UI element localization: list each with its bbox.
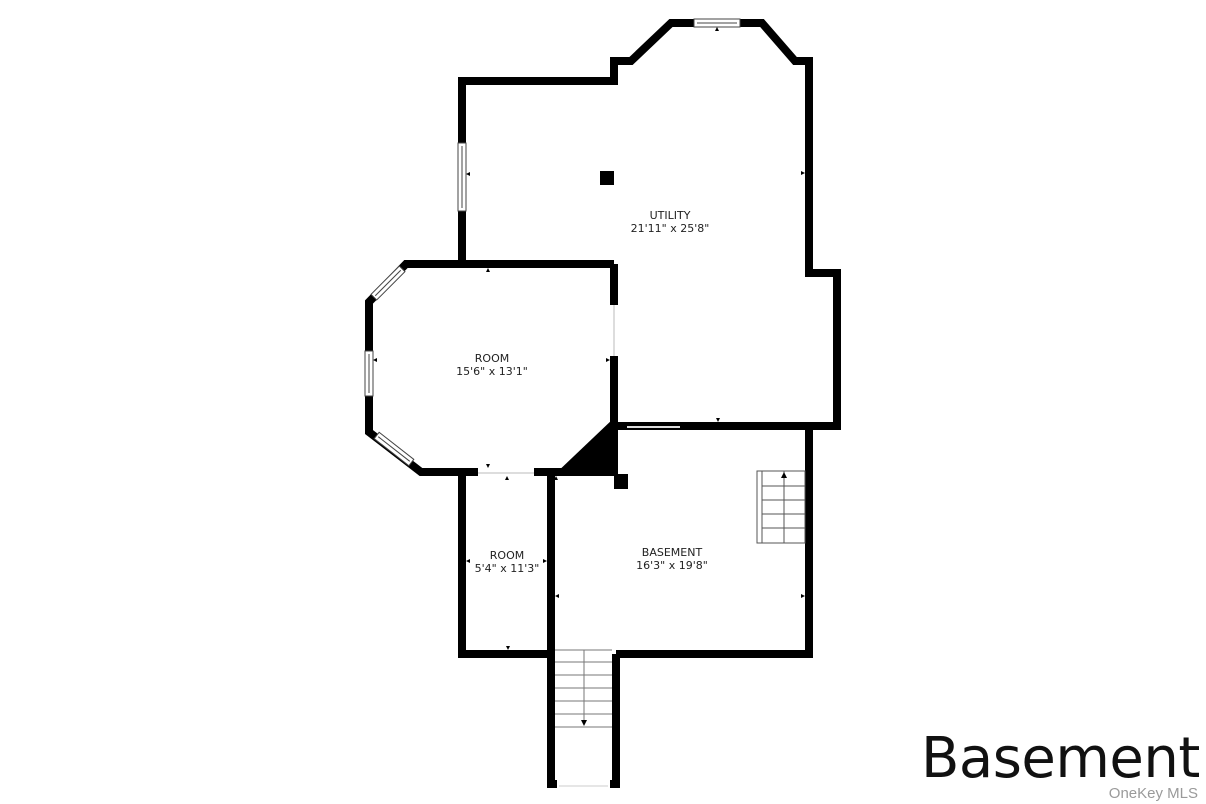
- room-dimensions: 16'3" x 19'8": [636, 559, 708, 572]
- room-label-room-small: ROOM 5'4" x 11'3": [475, 549, 540, 575]
- room-label-basement: BASEMENT 16'3" x 19'8": [636, 546, 708, 572]
- room-dimensions: 15'6" x 13'1": [456, 365, 528, 378]
- room-dimensions: 21'11" x 25'8": [630, 222, 710, 235]
- room-name: UTILITY: [649, 209, 691, 222]
- windows: [364, 18, 741, 467]
- stairs-up-arrow-icon: [781, 472, 787, 478]
- small-room-wall: [458, 472, 551, 658]
- stairs-down-arrow-icon: [581, 720, 587, 726]
- basement-wall: [616, 426, 813, 658]
- chimney-corner: [553, 418, 614, 476]
- floor-title: Basement: [921, 726, 1200, 791]
- column: [614, 474, 628, 489]
- room-label-utility: UTILITY 21'11" x 25'8": [631, 209, 710, 235]
- room-name: ROOM: [489, 549, 525, 562]
- room-dimensions: 5'4" x 11'3": [474, 562, 540, 575]
- room-label-room-large: ROOM 15'6" x 13'1": [456, 352, 528, 378]
- entry-stairs: [555, 649, 612, 787]
- measure-ticks: [373, 27, 805, 650]
- watermark: OneKey MLS: [1108, 785, 1198, 802]
- room-name: BASEMENT: [641, 546, 703, 559]
- utility-wall: [458, 19, 841, 430]
- column: [600, 171, 614, 185]
- walls: [365, 19, 841, 788]
- room-name: ROOM: [474, 352, 510, 365]
- basement-stairs: [756, 470, 806, 544]
